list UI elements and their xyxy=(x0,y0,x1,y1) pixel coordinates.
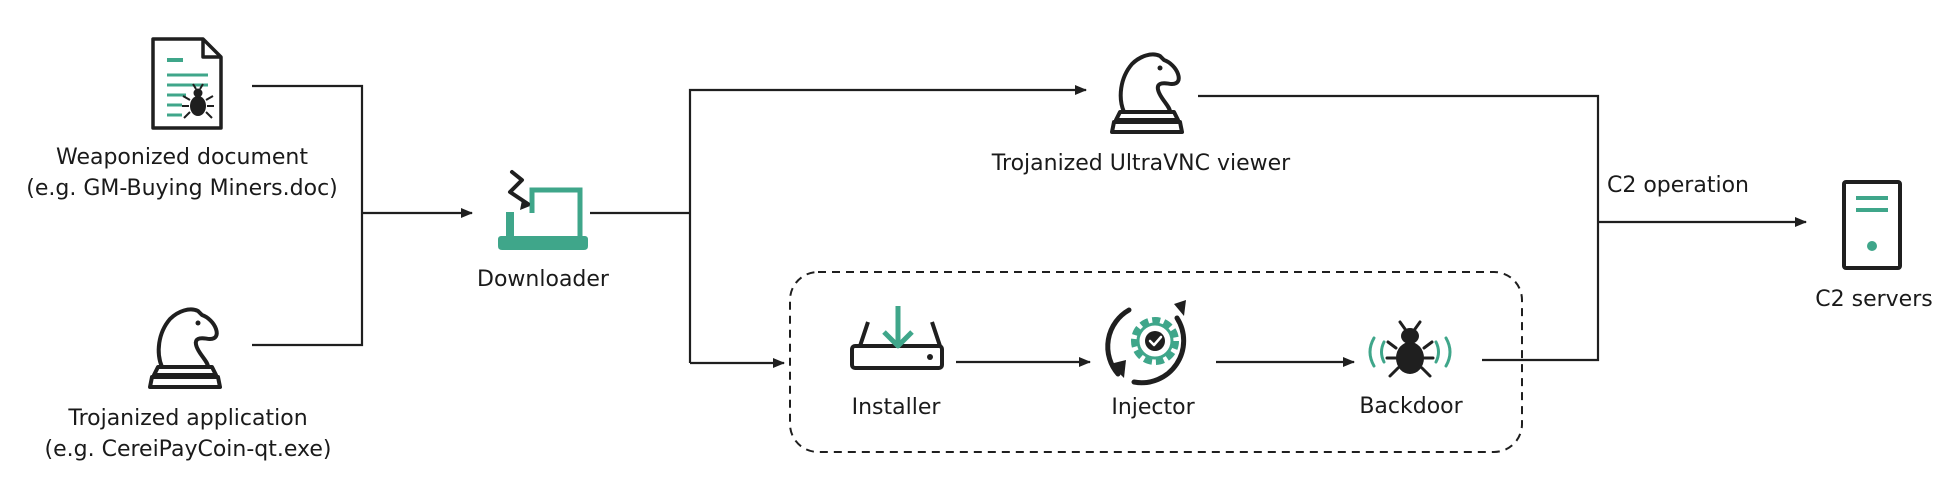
c2-servers-label-text: C2 servers xyxy=(1815,287,1933,312)
document-with-bug-icon xyxy=(151,37,223,130)
weaponized-document-example: (e.g. GM-Buying Miners.doc) xyxy=(26,176,338,201)
ultravnc-viewer-label: Trojanized UltraVNC viewer xyxy=(992,148,1290,179)
trojanized-application-title: Trojanized application xyxy=(68,406,308,431)
injector-label-text: Injector xyxy=(1111,395,1195,420)
laptop-download-icon xyxy=(498,170,588,250)
trojanized-application-label: Trojanized application (e.g. CereiPayCoi… xyxy=(45,403,332,465)
downloader-label-text: Downloader xyxy=(477,267,609,292)
knight-chess-icon xyxy=(148,307,222,389)
edge-ultravnc-to-c2 xyxy=(1198,94,1600,362)
ultravnc-viewer-label-text: Trojanized UltraVNC viewer xyxy=(991,151,1291,176)
weaponized-document-title: Weaponized document xyxy=(55,145,308,170)
cycle-gear-check-icon xyxy=(1105,300,1187,386)
c2-operation-label-text: C2 operation xyxy=(1607,173,1749,198)
weaponized-document-label: Weaponized document (e.g. GM-Buying Mine… xyxy=(26,142,338,204)
injector-label: Injector xyxy=(1111,392,1194,423)
downloader-label: Downloader xyxy=(477,264,609,295)
knight-chess-icon xyxy=(1110,52,1184,134)
trojanized-application-example: (e.g. CereiPayCoin-qt.exe) xyxy=(44,437,332,462)
server-tower-icon xyxy=(1842,180,1902,270)
backdoor-label-text: Backdoor xyxy=(1359,394,1463,419)
installer-label: Installer xyxy=(852,392,941,423)
edge-document-to-downloader xyxy=(252,84,364,347)
payload-group-box xyxy=(789,271,1523,453)
c2-servers-label: C2 servers xyxy=(1815,284,1932,315)
c2-operation-label: C2 operation xyxy=(1607,170,1749,201)
backdoor-label: Backdoor xyxy=(1359,391,1462,422)
installer-label-text: Installer xyxy=(851,395,941,420)
drive-download-icon xyxy=(850,306,944,370)
bug-signal-icon xyxy=(1368,320,1452,378)
connectors xyxy=(252,84,1807,368)
edge-downloader-to-ultravnc xyxy=(688,85,1087,363)
